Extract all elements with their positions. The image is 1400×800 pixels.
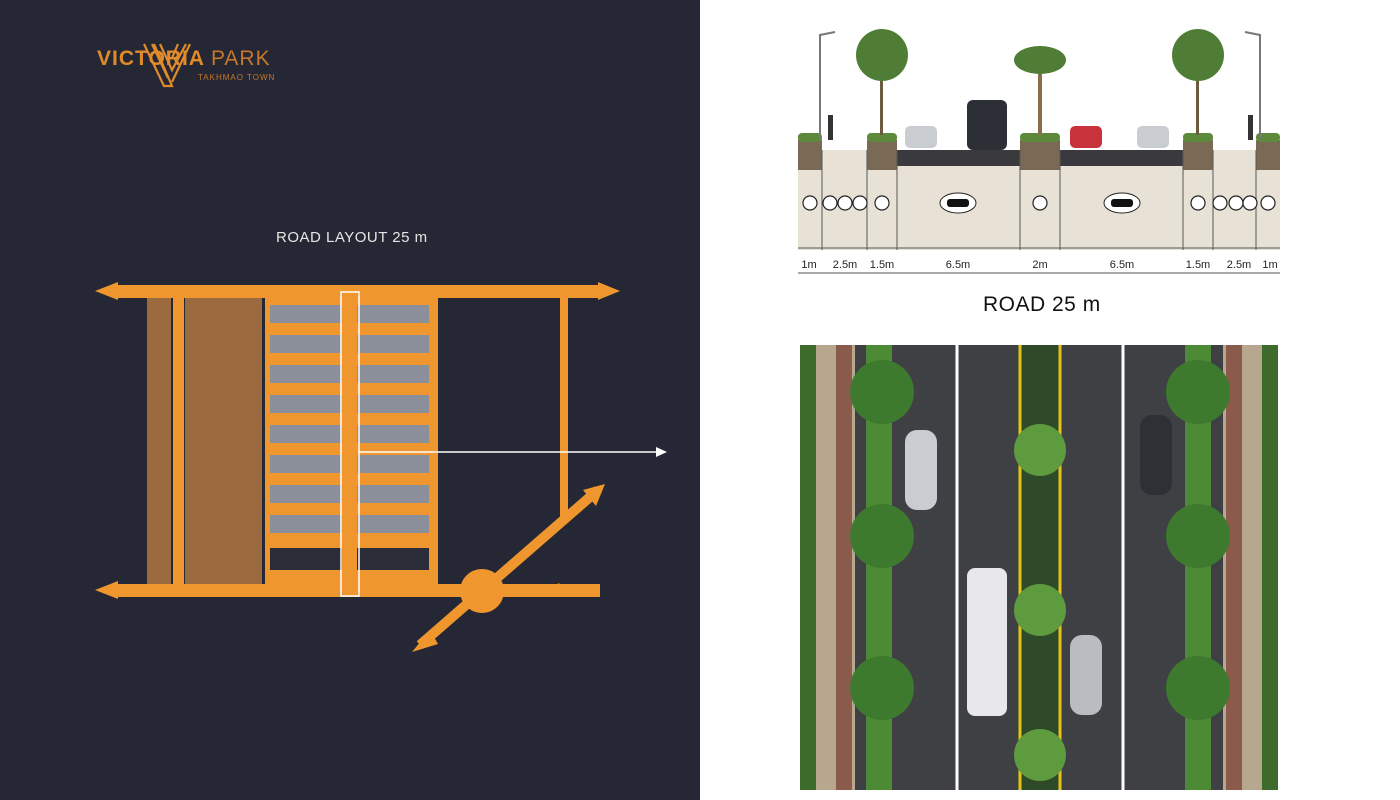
tree-icon [856, 29, 908, 135]
bike-lane-left [836, 345, 852, 790]
green-strip-right [1262, 345, 1278, 790]
dimension-label: 2m [1032, 259, 1048, 271]
dimension-label: 1m [801, 259, 817, 271]
brand-name-light: PARK [210, 47, 271, 70]
planter [867, 140, 897, 170]
arrow-left-icon [95, 581, 118, 599]
diagonal-road [416, 486, 602, 649]
pedestrian-icon [1248, 115, 1253, 140]
bike-lane-right [1226, 345, 1242, 790]
arrow-diagonal-icon [412, 630, 438, 652]
dimension-label: 1.5m [869, 259, 895, 271]
vertical-road [430, 297, 438, 584]
shophouse-row [270, 548, 342, 570]
planter [798, 140, 822, 170]
road-layout-diagram [95, 282, 667, 652]
car-icon [1070, 635, 1102, 715]
planter [1020, 140, 1060, 170]
green-parcel-main [185, 297, 262, 584]
dimension-label: 2.5m [1226, 259, 1252, 271]
car-icon [1070, 126, 1102, 148]
street-lamp-icon [1244, 31, 1261, 140]
section-icons [802, 195, 1276, 211]
vertical-road [560, 297, 568, 517]
street-lamp-icon [819, 31, 836, 140]
bus-icon [967, 100, 1007, 150]
vertical-road [173, 297, 184, 584]
planter [1183, 140, 1213, 170]
pointer-arrow-icon [656, 447, 667, 457]
green-strip-left [800, 345, 816, 790]
dimension-label: 6.5m [945, 259, 971, 271]
car-lane-icons [939, 192, 1141, 214]
lane-dividers [821, 150, 1257, 250]
car-icon [1140, 415, 1172, 495]
dimension-label: 1m [1262, 259, 1278, 271]
palm-tree-icon [1014, 46, 1066, 135]
hedges [798, 133, 1280, 142]
arrow-right-icon [598, 282, 620, 300]
planter [1256, 140, 1280, 170]
shophouse-row [357, 548, 429, 570]
road-plan-title: ROAD 25 m [983, 293, 1101, 316]
dimension-label: 1.5m [1185, 259, 1211, 271]
car-icon [905, 430, 937, 510]
roadway-left [897, 150, 1020, 166]
median [1018, 345, 1062, 790]
roundabout [460, 569, 504, 613]
lots-left [270, 305, 342, 533]
victoria-park-logo-icon [143, 43, 191, 88]
green-parcel [147, 297, 171, 584]
pedestrian-icon [828, 115, 833, 140]
road-layout-title: ROAD LAYOUT 25 m [276, 229, 428, 246]
section-highlight [340, 291, 360, 597]
dimension-label: 6.5m [1109, 259, 1135, 271]
plan-trees [850, 360, 1230, 720]
road-section-drawing [798, 29, 1280, 790]
brand-name-bold: VICTORIA [97, 47, 205, 70]
lots-right [357, 305, 429, 533]
arrow-right-icon [558, 583, 572, 597]
car-icon [905, 126, 937, 148]
dimension-label: 2.5m [832, 259, 858, 271]
brand-tagline: TAKHMAO TOWN [198, 73, 276, 82]
bus-icon [967, 568, 1007, 716]
arrow-left-icon [95, 282, 118, 300]
tree-icon [1172, 29, 1224, 135]
arrow-diagonal-icon [583, 484, 605, 506]
median-plants [1014, 424, 1066, 781]
roadway-right [1060, 150, 1183, 166]
car-icon [1137, 126, 1169, 148]
